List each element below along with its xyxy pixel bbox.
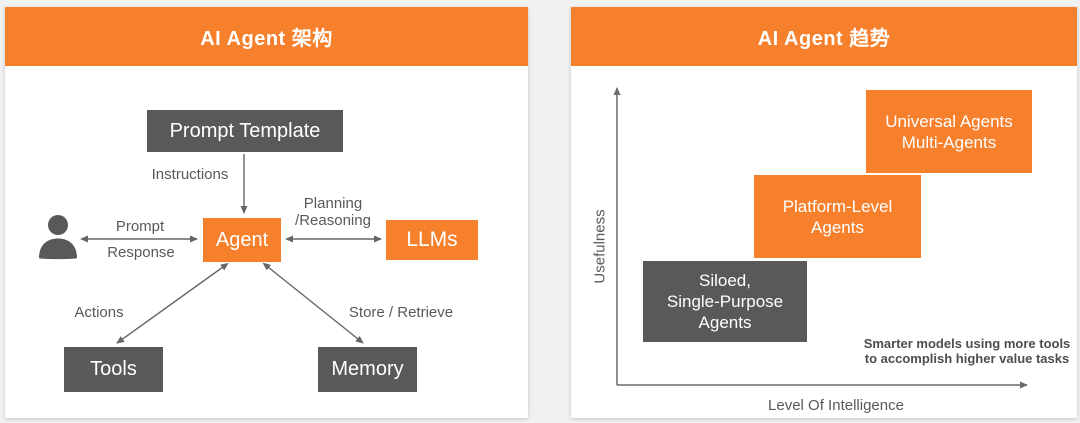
universal-line2: Multi-Agents (901, 132, 997, 152)
planning-label-line2: /Reasoning (295, 212, 371, 229)
trend-panel: AI Agent 趋势 Usefulness Level Of Intellig… (571, 7, 1077, 418)
actions-label: Actions (74, 304, 124, 321)
instructions-label: Instructions (151, 166, 229, 183)
trend-box-platform-level-agents: Platform-Level Agents (754, 175, 921, 258)
planning-reasoning-label: Planning /Reasoning (283, 195, 383, 229)
trend-annotation-line2: to accomplish higher value tasks (864, 351, 1070, 366)
planning-label-line1: Planning (303, 195, 363, 212)
trend-box-universal-agents: Universal Agents Multi-Agents (866, 90, 1032, 173)
trend-annotation-line1: Smarter models using more tools (863, 336, 1071, 351)
memory-node: Memory (318, 347, 417, 392)
universal-line1: Universal Agents (885, 111, 1013, 131)
siloed-line3: Agents (698, 313, 752, 332)
llms-node: LLMs (386, 220, 478, 260)
y-axis-label: Usefulness (591, 209, 609, 284)
x-axis-label: Level Of Intelligence (768, 397, 904, 414)
trend-panel-title: AI Agent 趋势 (571, 7, 1077, 66)
siloed-line2: Single-Purpose (666, 292, 784, 311)
response-label: Response (107, 244, 175, 261)
trend-box-siloed-agents: Siloed, Single-Purpose Agents (643, 261, 807, 342)
store-retrieve-label: Store / Retrieve (348, 304, 454, 321)
architecture-panel-title: AI Agent 架构 (5, 7, 528, 66)
architecture-panel: AI Agent 架构 Prompt Template Agent LLMs T… (5, 7, 528, 418)
tools-node: Tools (64, 347, 163, 392)
platform-line1: Platform-Level (782, 196, 893, 216)
agent-node: Agent (203, 218, 281, 262)
trend-annotation: Smarter models using more tools to accom… (860, 336, 1074, 366)
siloed-line1: Siloed, (699, 271, 751, 290)
platform-line2: Agents (811, 217, 864, 237)
prompt-template-node: Prompt Template (147, 110, 343, 152)
user-silhouette-icon (36, 212, 80, 260)
prompt-label: Prompt (115, 218, 165, 235)
